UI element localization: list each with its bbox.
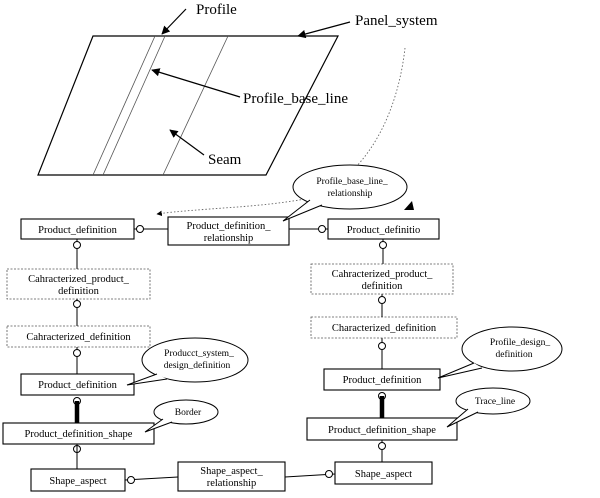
bubble-profile-design-definition: Profile_design_ definition xyxy=(437,326,563,379)
connector-node xyxy=(378,296,386,304)
connector-node xyxy=(73,349,81,357)
bubble-product-system-design-definition: Producct_system_ design_definition xyxy=(126,337,249,386)
connector-node xyxy=(379,241,387,249)
box-cd-left-text: Cahracterized_definition xyxy=(26,332,131,343)
connectors xyxy=(73,225,387,484)
bubble-trace-line: Trace_line xyxy=(446,387,531,428)
bubble-prd-line1: Profile_design_ xyxy=(490,337,550,348)
bubble-trace-line-text: Trace_line xyxy=(475,397,515,407)
connector-node xyxy=(136,225,144,233)
bubble-psd-line2: design_definition xyxy=(164,360,231,371)
box-pd-right-lower-text: Product_definition xyxy=(343,375,422,386)
box-sar-line2: relationship xyxy=(207,478,257,489)
box-pds-right-text: Product_definition_shape xyxy=(328,425,436,436)
box-pdr-top-line2: relationship xyxy=(204,233,254,244)
profile-base-line-label: Profile_base_line xyxy=(243,91,348,107)
box-product-definition-left-lower: Product_definition xyxy=(20,373,135,396)
connector-node xyxy=(378,342,386,350)
connector-node xyxy=(318,225,326,233)
bubble-pblr-line1: Profile_base_line_ xyxy=(316,176,387,187)
panel-system-label: Panel_system xyxy=(355,13,438,29)
box-characterized-definition-right: Characterized_definition xyxy=(310,316,458,339)
bubble-pblr-line2: relationship xyxy=(328,189,373,199)
box-pds-left-text: Product_definition_shape xyxy=(25,429,133,440)
box-product-definition-right-text: Product_definitio xyxy=(347,225,421,236)
box-pd-left-lower-text: Product_definition xyxy=(38,380,117,391)
box-product-definition-right: Product_definitio xyxy=(327,218,440,240)
box-shape-aspect-right: Shape_aspect xyxy=(334,461,433,485)
bubble-border-text: Border xyxy=(175,408,202,418)
box-sa-left-text: Shape_aspect xyxy=(49,476,106,487)
connector-node xyxy=(73,241,81,249)
profile-arrow xyxy=(161,8,187,35)
box-cpd-left-line1: Cahracterized_product_ xyxy=(28,274,130,285)
seam-line xyxy=(162,35,229,176)
box-sar-line1: Shape_aspect_ xyxy=(200,466,263,477)
seam-label: Seam xyxy=(208,152,242,168)
box-shape-aspect-relationship: Shape_aspect_ relationship xyxy=(177,461,286,492)
box-characterized-product-definition-right: Cahracterized_product_ definition xyxy=(310,263,454,295)
connector-node xyxy=(127,476,135,484)
box-characterized-product-definition-left: Cahracterized_product_ definition xyxy=(6,268,151,300)
box-cpd-right-line1: Cahracterized_product_ xyxy=(332,269,434,280)
box-product-definition-left-text: Product_definition xyxy=(38,225,117,236)
bubble-profile-base-line-relationship: Profile_base_line_ relationship xyxy=(282,164,408,222)
profile-line-2 xyxy=(102,35,166,176)
profile-base-line-arrow xyxy=(151,68,241,98)
box-shape-aspect-left: Shape_aspect xyxy=(30,468,126,492)
connector-node xyxy=(73,300,81,308)
box-cpd-right-line2: definition xyxy=(362,281,404,292)
box-cpd-left-line2: definition xyxy=(58,286,100,297)
box-product-definition-left: Product_definition xyxy=(20,218,135,240)
box-cd-right-text: Characterized_definition xyxy=(332,323,437,334)
panel-system-arrow xyxy=(297,21,351,39)
panel-sketch xyxy=(37,35,339,176)
bubble-psd-line1: Producct_system_ xyxy=(164,349,234,359)
box-product-definition-right-lower: Product_definition xyxy=(323,368,441,391)
box-characterized-definition-left: Cahracterized_definition xyxy=(6,325,151,348)
profile-line-1 xyxy=(92,35,156,176)
bubble-border: Border xyxy=(144,399,219,433)
panel-outline xyxy=(37,35,339,176)
box-product-definition-shape-left: Product_definition_shape xyxy=(2,422,155,445)
box-sa-right-text: Shape_aspect xyxy=(355,469,412,480)
profile-label: Profile xyxy=(196,2,237,18)
connector-node xyxy=(378,442,386,450)
box-product-definition-relationship-top: Product_definition_ relationship xyxy=(167,216,290,246)
arrowhead-mark xyxy=(404,201,414,210)
box-pdr-top-line1: Product_definition_ xyxy=(187,221,272,232)
bubble-prd-line2: definition xyxy=(496,349,533,360)
seam-arrow xyxy=(169,129,205,156)
box-product-definition-shape-right: Product_definition_shape xyxy=(306,417,458,441)
connector-node xyxy=(325,470,333,478)
